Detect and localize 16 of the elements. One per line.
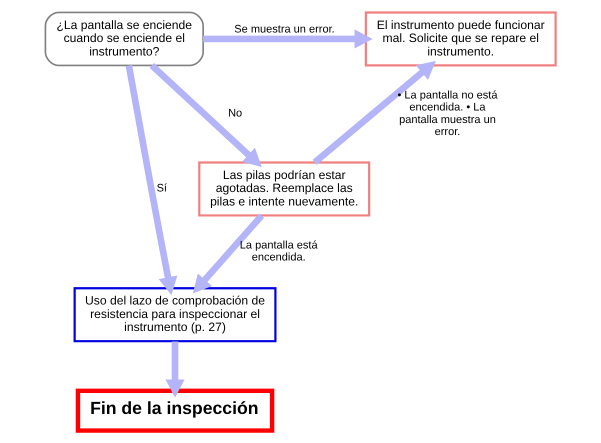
node-box: ¿La pantalla se enciende cuando se enciende el instrumento?	[44, 12, 204, 66]
edge-label: No	[228, 108, 242, 120]
arrow	[203, 29, 373, 48]
node-box: Fin de la inspección	[76, 388, 274, 433]
node-box: El instrumento puede funcionar mal. Solicite que se repare el instrumento.	[364, 11, 557, 67]
edge-label: • La pantalla no está encendida. • La pantalla muestra un error.	[397, 90, 498, 138]
arrow	[126, 65, 178, 296]
node-box: Las pilas podrían estar agotadas. Reemplace las pilas e intente nuevamente.	[198, 161, 370, 217]
arrow	[166, 341, 185, 398]
edge-label: La pantalla está encendida.	[240, 240, 318, 264]
arrow	[192, 213, 264, 294]
edge-label: Se muestra un error.	[234, 23, 335, 36]
arrow	[150, 63, 262, 168]
edge-label: Sí	[156, 182, 167, 195]
node-box: Uso del lazo de comprobación de resistencia para inspeccionar el instrumento (p. 27)	[74, 287, 276, 342]
arrow	[312, 60, 436, 165]
